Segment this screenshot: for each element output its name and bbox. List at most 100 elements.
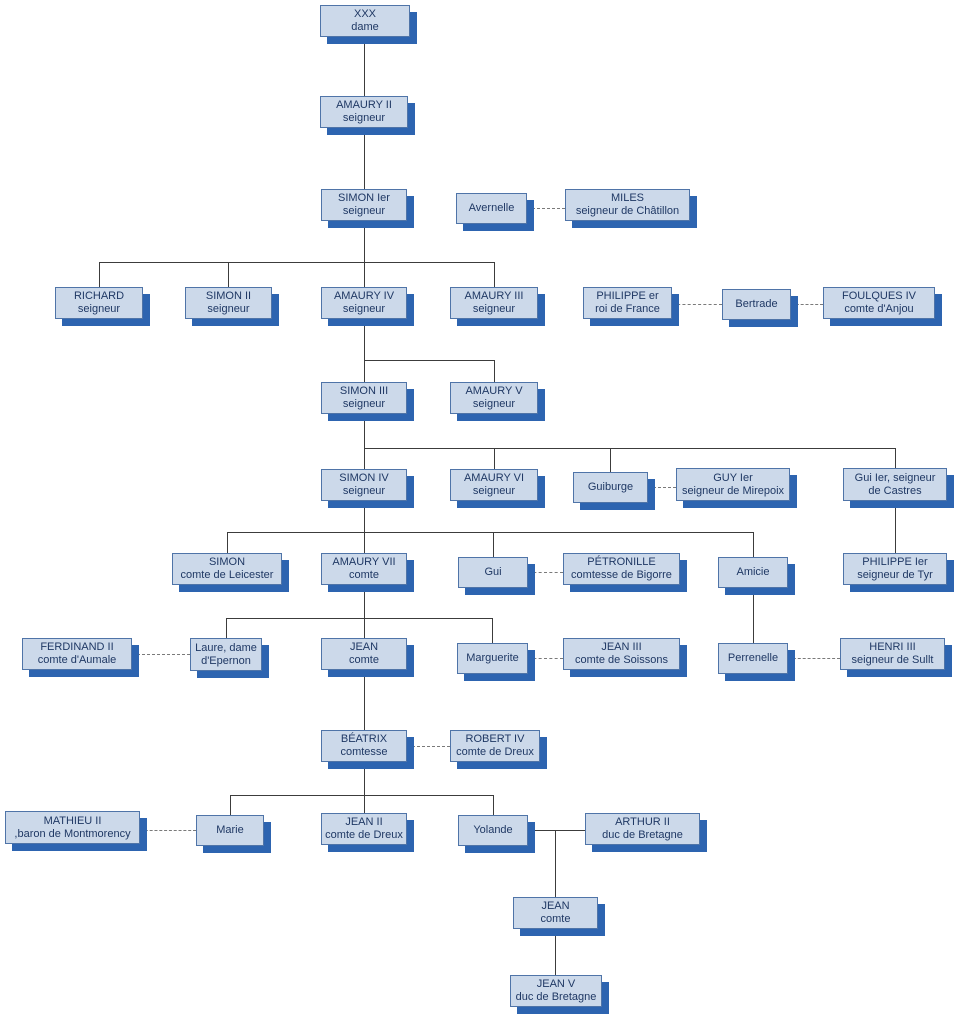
descent-line — [364, 670, 365, 730]
person-name: XXX — [353, 8, 376, 20]
descent-line — [493, 795, 494, 815]
person-name: AMAURY III — [464, 290, 524, 302]
descent-line — [364, 585, 365, 618]
descent-line — [555, 830, 556, 897]
descent-line — [494, 262, 495, 287]
person-name: JEAN V — [536, 978, 576, 990]
person-title: comte de Dreux — [325, 829, 403, 841]
person-name: AMAURY VII — [332, 556, 396, 568]
descent-line — [492, 618, 493, 643]
person-name: JEAN III — [601, 641, 642, 653]
descent-line — [753, 588, 754, 643]
person-name: Avernelle — [468, 202, 515, 214]
person-name: JEAN II — [345, 816, 383, 828]
descent-line — [364, 501, 365, 532]
descent-line — [895, 448, 896, 468]
person-name: RICHARD — [73, 290, 125, 302]
person-title: comtesse de Bigorre — [571, 569, 672, 581]
descent-line — [610, 448, 611, 472]
descent-line — [364, 221, 365, 262]
descent-line — [99, 262, 100, 287]
descent-line — [99, 262, 494, 263]
person-name: JEAN — [541, 900, 570, 912]
person-node-guiburge: Guiburge — [573, 472, 648, 503]
descent-line — [364, 37, 365, 96]
person-title: seigneur de Sullt — [851, 654, 934, 666]
person-name: AMAURY IV — [333, 290, 395, 302]
person-node-marguerite: Marguerite — [457, 643, 528, 674]
descent-line — [364, 762, 365, 795]
person-name: PÉTRONILLE — [587, 556, 656, 568]
person-name: SIMON Ier — [338, 192, 390, 204]
person-title: seigneur — [342, 485, 386, 497]
person-name: Marguerite — [466, 652, 519, 664]
marriage-line — [528, 572, 563, 573]
person-title: comte de Soissons — [575, 654, 668, 666]
person-node-gui: Gui — [458, 557, 528, 588]
person-title: comte de Dreux — [456, 746, 534, 758]
marriage-line — [132, 654, 190, 655]
person-name: Marie — [216, 824, 244, 836]
person-node-yolande: Yolande — [458, 815, 528, 846]
marriage-line — [528, 658, 563, 659]
marriage-line — [791, 304, 823, 305]
person-name: FERDINAND II — [40, 641, 114, 653]
descent-line — [895, 501, 896, 553]
descent-line — [227, 532, 753, 533]
descent-line — [364, 319, 365, 382]
person-name: PHILIPPE Ier — [862, 556, 928, 568]
person-name: FOULQUES IV — [842, 290, 916, 302]
person-name: JEAN — [349, 641, 379, 653]
marriage-line — [407, 746, 450, 747]
person-title: seigneur — [342, 303, 386, 315]
person-name: ARTHUR II — [615, 816, 670, 828]
person-name: Amicie — [736, 566, 770, 578]
person-name: Guiburge — [587, 481, 634, 493]
descent-line — [364, 795, 365, 813]
person-name: AMAURY V — [465, 385, 523, 397]
person-name: MATHIEU II — [43, 814, 102, 827]
person-title: comte — [349, 569, 379, 581]
person-title: seigneur — [207, 303, 250, 315]
person-name: SIMON — [208, 556, 246, 568]
descent-line — [226, 618, 227, 638]
person-title: de Castres — [868, 484, 922, 497]
person-name: SIMON II — [205, 290, 252, 302]
person-name: BÉATRIX — [340, 733, 388, 745]
person-name: Bertrade — [735, 298, 778, 310]
person-title: comte — [349, 654, 379, 666]
person-title: comte — [540, 913, 571, 925]
person-title: dame — [351, 21, 379, 33]
person-name: AMAURY II — [336, 99, 392, 111]
person-name: HENRI III — [869, 641, 916, 653]
person-title: seigneur de Châtillon — [575, 205, 680, 217]
person-title: seigneur — [342, 112, 386, 124]
person-node-bertrade: Bertrade — [722, 289, 791, 320]
descent-line — [364, 448, 365, 469]
person-name: Yolande — [473, 824, 513, 836]
person-name: ROBERT IV — [465, 733, 525, 745]
marriage-line — [788, 658, 840, 659]
person-name: GUY Ier — [713, 471, 753, 484]
person-node-avernelle: Avernelle — [456, 193, 527, 224]
person-title: seigneur de Tyr — [857, 569, 933, 581]
